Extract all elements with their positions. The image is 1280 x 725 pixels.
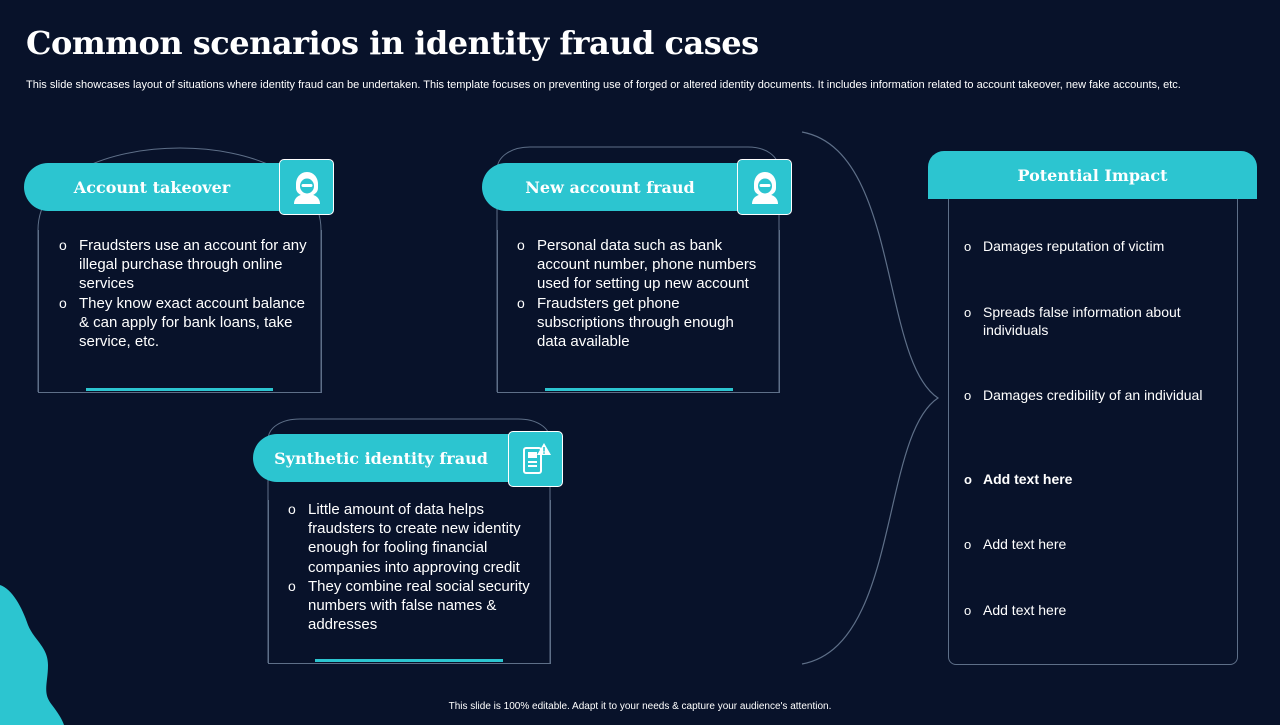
- card-account-takeover: [38, 230, 322, 393]
- impact-item: Damages credibility of an individual: [964, 386, 1204, 405]
- impact-item: Add text here: [964, 601, 1204, 620]
- id-card-alert-icon: [508, 431, 563, 487]
- impact-panel: [948, 196, 1238, 665]
- scenario-title: Account takeover: [73, 177, 231, 197]
- impact-item: Add text here: [964, 535, 1204, 554]
- bullets-new-account-fraud: Personal data such as bank account numbe…: [515, 236, 765, 351]
- card-new-account-fraud: [497, 230, 780, 393]
- pill-synthetic-identity-fraud: Synthetic identity fraud: [253, 434, 553, 482]
- list-item: Little amount of data helps fraudsters t…: [286, 500, 536, 577]
- footer-note: This slide is 100% editable. Adapt it to…: [448, 701, 832, 712]
- impact-item: Spreads false information about individu…: [964, 303, 1204, 339]
- impact-item: Damages reputation of victim: [964, 237, 1204, 256]
- list-item: Personal data such as bank account numbe…: [515, 236, 765, 294]
- hacker-icon: [737, 159, 792, 215]
- impact-title: Potential Impact: [1017, 165, 1168, 185]
- scenario-title: Synthetic identity fraud: [274, 448, 488, 468]
- impact-item: Add text here: [964, 470, 1204, 489]
- hacker-icon: [279, 159, 334, 215]
- scenario-title: New account fraud: [525, 177, 695, 197]
- list-item: They combine real social security number…: [286, 577, 536, 635]
- impact-header: Potential Impact: [928, 151, 1257, 199]
- bullets-synthetic-identity-fraud: Little amount of data helps fraudsters t…: [286, 500, 536, 634]
- card-accent-bar: [315, 659, 503, 662]
- card-accent-bar: [86, 388, 273, 391]
- right-brace: [801, 131, 940, 665]
- page-title: Common scenarios in identity fraud cases: [26, 24, 759, 62]
- list-item: They know exact account balance & can ap…: [57, 294, 307, 352]
- list-item: Fraudsters get phone subscriptions throu…: [515, 294, 765, 352]
- pill-new-account-fraud: New account fraud: [482, 163, 782, 211]
- page-subtitle: This slide showcases layout of situation…: [26, 79, 1181, 91]
- pill-account-takeover: Account takeover: [24, 163, 324, 211]
- card-accent-bar: [545, 388, 733, 391]
- bullets-account-takeover: Fraudsters use an account for any illega…: [57, 236, 307, 351]
- decorative-blob: [0, 585, 64, 725]
- card-synthetic-identity-fraud: [268, 500, 551, 664]
- list-item: Fraudsters use an account for any illega…: [57, 236, 307, 294]
